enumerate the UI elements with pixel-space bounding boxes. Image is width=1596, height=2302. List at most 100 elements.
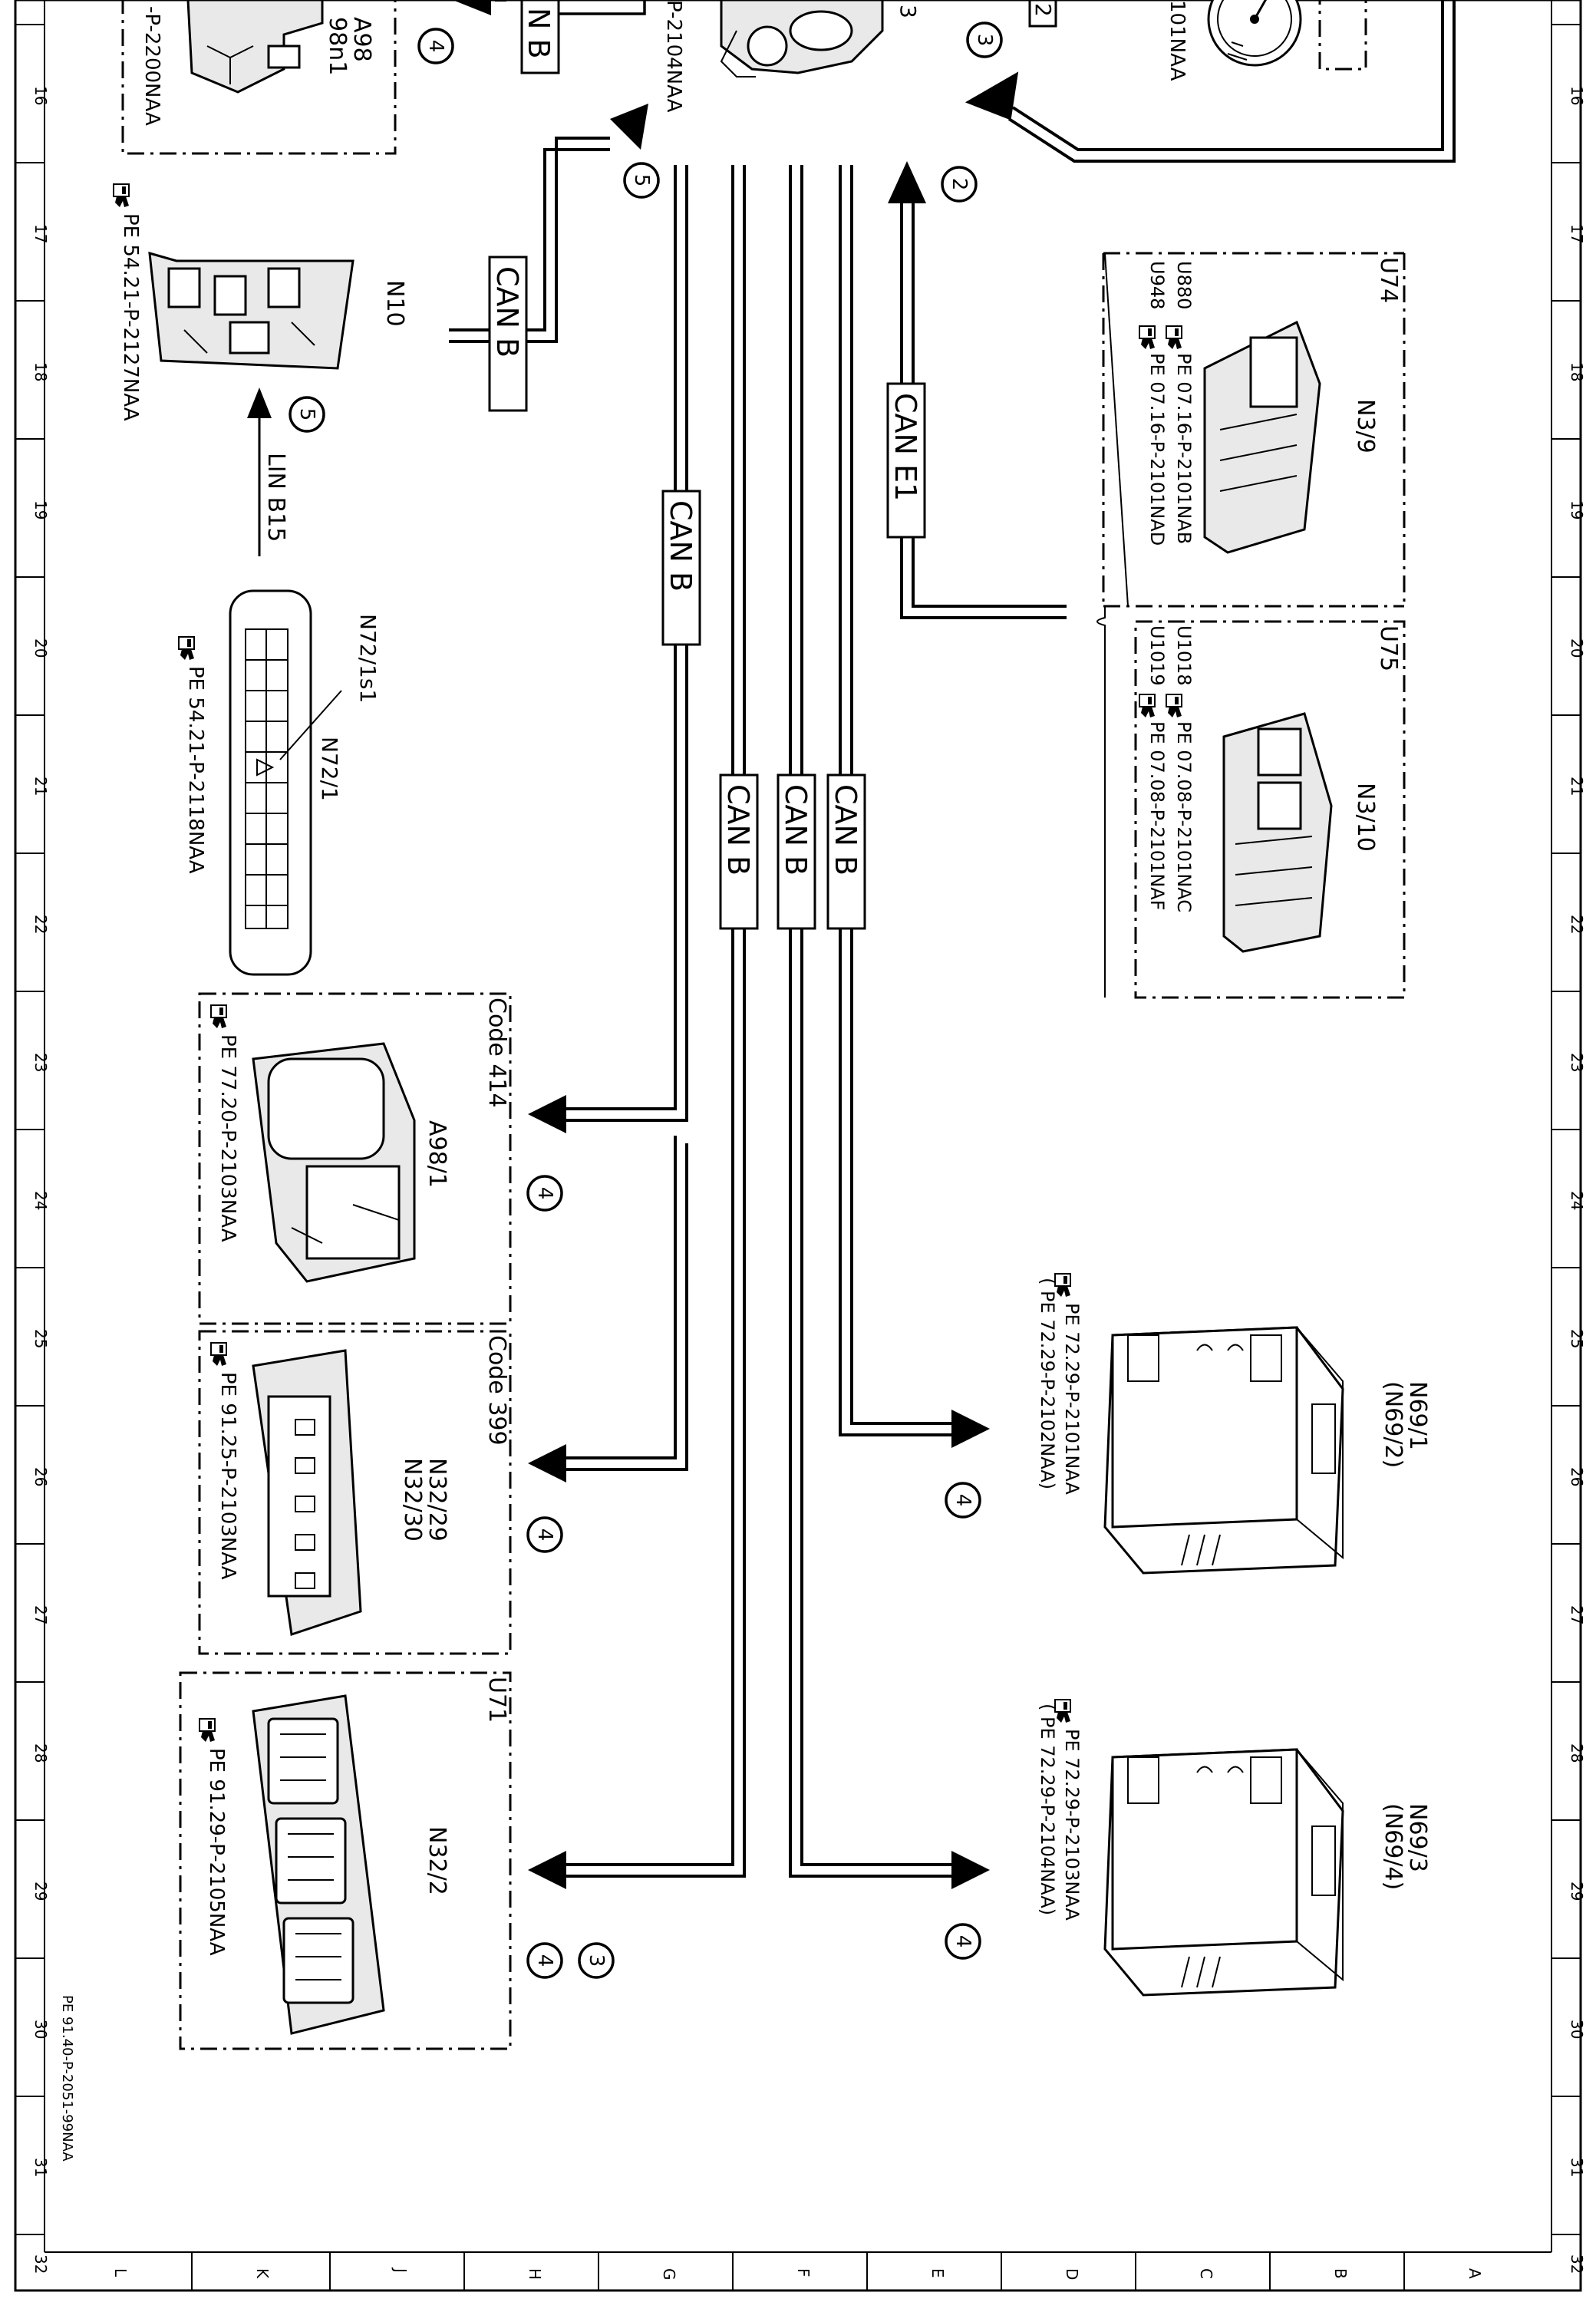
grid-num-left: 20 <box>31 638 50 658</box>
n69-4-code: (N69/4) <box>1380 1803 1406 1890</box>
n3-9-module: U74 N3/9 U880 PE 07.16-P-2101NAB U948 PE… <box>1096 252 1406 998</box>
grid-num-left: 16 <box>31 86 50 105</box>
lin-b15-label: LIN B15 <box>262 453 289 542</box>
n3-10-code: N3/10 <box>1352 783 1379 852</box>
grid-num-right: 22 <box>1568 915 1586 934</box>
grid-num-left: 25 <box>31 1329 50 1348</box>
a98-reference: -P-2200NAA <box>140 6 163 126</box>
grid-letter: L <box>111 2268 130 2277</box>
can-b-label: CAN B <box>721 784 755 876</box>
u75-variant: U75 <box>1375 625 1402 671</box>
grid-num-left: 21 <box>31 777 50 796</box>
grid-num-right: 27 <box>1568 1605 1586 1624</box>
marker-label: 4 <box>951 1935 974 1948</box>
grid-num-right: 29 <box>1568 1882 1586 1901</box>
can-e1-label: CAN E1 <box>889 393 922 501</box>
grid-num-left: 26 <box>31 1467 50 1486</box>
u71-variant: U71 <box>483 1677 510 1723</box>
box-number: 2 <box>1030 3 1056 17</box>
can-e1-wire: CAN E1 <box>886 161 1067 619</box>
n32-30-code: N32/30 <box>399 1458 426 1542</box>
u1018-variant: U1018 <box>1173 625 1195 686</box>
n10-module: N10 PE 54.21-P-2127NAA <box>113 183 408 421</box>
can-b-label: CAN B <box>490 266 524 358</box>
marker-label: 5 <box>630 174 653 187</box>
n69-1-reference-1: PE 72.29-P-2101NAA <box>1061 1303 1083 1495</box>
marker-5-upper: 5 <box>623 162 660 199</box>
document-number: PE 91.40-P-2051-99NAA <box>59 1995 75 2162</box>
gauge-reference: 101NAA <box>1166 0 1189 81</box>
u1019-variant: U1019 <box>1146 625 1168 686</box>
n32-2-code: N32/2 <box>424 1826 450 1895</box>
grid-num-right: 23 <box>1568 1053 1586 1072</box>
center-module-fragment: 3 <box>720 0 921 78</box>
grid-num-right: 28 <box>1568 1743 1586 1763</box>
bus-label: N B <box>522 8 556 59</box>
n32-2-module: U71 N32/2 PE 91.29-P-2105NAA <box>179 1671 512 2050</box>
n10-reference: PE 54.21-P-2127NAA <box>119 213 142 421</box>
marker-4-n69-3: 4 <box>945 1923 981 1960</box>
grid-letter: J <box>391 2267 410 2273</box>
a98n1-code: 98n1 <box>324 17 351 75</box>
marker-4-n32-29: 4 <box>526 1516 563 1553</box>
grid-letter: H <box>526 2268 544 2280</box>
marker-label: 4 <box>533 1187 556 1200</box>
sheet-frame <box>14 0 1582 2292</box>
grid-letter: A <box>1466 2268 1484 2279</box>
grid-letter: C <box>1197 2268 1215 2279</box>
n69-3-code: N69/3 <box>1404 1803 1431 1872</box>
grid-num-left: 24 <box>31 1191 50 1210</box>
u880-variant: U880 <box>1173 261 1195 309</box>
n3-10-reference-2: PE 07.08-P-2101NAF <box>1146 721 1168 911</box>
can-b-label: CAN B <box>829 784 862 876</box>
grid-letter: B <box>1331 2268 1350 2279</box>
n72-module: N72/1s1 N72/1 PE 54.21-P-2118NAA <box>178 589 381 976</box>
grid-num-left: 30 <box>31 2020 50 2039</box>
grid-num-right: 20 <box>1568 638 1586 658</box>
grid-num-left: 32 <box>31 2254 50 2274</box>
grid-num-left: 27 <box>31 1605 50 1624</box>
n72-code: N72/1 <box>317 737 342 801</box>
can-b-label: CAN B <box>779 784 813 876</box>
marker-4-n69-1: 4 <box>945 1482 981 1519</box>
marker-label: 2 <box>948 178 971 191</box>
n3-9-reference-2: PE 07.16-P-2101NAD <box>1146 353 1168 546</box>
grid-num-left: 18 <box>31 362 50 381</box>
n3-10-reference-1: PE 07.08-P-2101NAC <box>1173 721 1195 912</box>
grid-num-right: 24 <box>1568 1191 1586 1210</box>
can-b-top: N B <box>520 0 646 74</box>
marker-2: 2 <box>941 166 978 203</box>
grid-num-right: 25 <box>1568 1329 1586 1348</box>
grid-letter: G <box>660 2268 678 2281</box>
a98-1-module: Code 414 A98/1 PE 77.20-P-2103NAA <box>198 992 512 1325</box>
n10-code: N10 <box>381 280 408 327</box>
gauge-fragment: 101NAA <box>1166 0 1367 81</box>
a98-fragment: A98 98n1 -P-2200NAA <box>121 0 397 155</box>
a98-1-reference: PE 77.20-P-2103NAA <box>216 1034 239 1242</box>
grid-letter: D <box>1063 2268 1081 2280</box>
marker-label: 4 <box>951 1494 974 1507</box>
marker-label: 5 <box>295 408 318 421</box>
n69-3-reference-1: PE 72.29-P-2103NAA <box>1061 1729 1083 1921</box>
grid-num-right: 21 <box>1568 777 1586 796</box>
grid-num-left: 29 <box>31 1882 50 1901</box>
grid-num-right: 18 <box>1568 362 1586 381</box>
grid-num-left: 23 <box>31 1053 50 1072</box>
top-arrow-left <box>453 0 506 15</box>
a98-1-code: A98/1 <box>424 1120 450 1188</box>
n32-29-module: Code 399 N32/29 N32/30 PE 91.25-P-2103NA… <box>198 1330 512 1655</box>
grid-num-left: 17 <box>31 224 50 243</box>
n69-2-code: (N69/2) <box>1380 1381 1406 1468</box>
grid-number-row: 16 17 18 19 20 21 22 23 24 25 26 27 28 2… <box>15 24 1586 2274</box>
u74-variant: U74 <box>1375 257 1402 303</box>
a98-1-code-option: Code 414 <box>483 998 510 1108</box>
marker-label: 4 <box>533 1529 556 1542</box>
gauge-connection <box>965 0 1456 163</box>
grid-num-left: 31 <box>31 2158 50 2177</box>
n32-29-code: N32/29 <box>424 1458 450 1542</box>
grid-letter: F <box>794 2268 813 2277</box>
grid-num-left: 19 <box>31 500 50 519</box>
can-b-trunk <box>566 165 951 1878</box>
n3-9-reference-1: PE 07.16-P-2101NAB <box>1173 353 1195 544</box>
